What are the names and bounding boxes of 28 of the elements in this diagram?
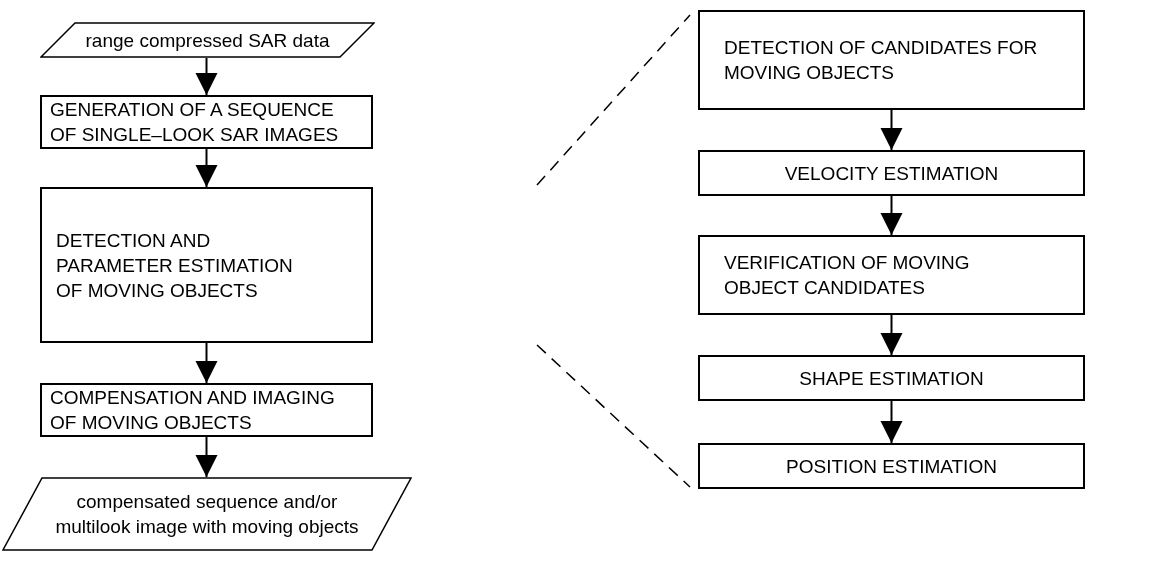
node-label: range compressed SAR data xyxy=(85,28,330,53)
node-label: VERIFICATION OF MOVING OBJECT CANDIDATES xyxy=(724,251,971,300)
process-box xyxy=(40,187,373,343)
node-label: VELOCITY ESTIMATION xyxy=(784,161,999,186)
node-label: SHAPE ESTIMATION xyxy=(799,366,984,391)
process-box xyxy=(698,355,1085,401)
process-box xyxy=(40,383,373,437)
arrow xyxy=(880,314,903,356)
process-box xyxy=(698,235,1085,315)
node-label: COMPENSATION AND IMAGING OF MOVING OBJECTS xyxy=(50,386,336,435)
data-parallelogram xyxy=(40,22,375,58)
node-label: compensated sequence and/or multilook image with moving objects xyxy=(54,490,360,539)
arrow xyxy=(880,195,903,236)
arrow xyxy=(195,148,218,188)
process-box xyxy=(40,95,373,149)
arrow xyxy=(195,57,218,96)
arrow xyxy=(880,400,903,444)
node-label: DETECTION AND PARAMETER ESTIMATION OF MOVING OBJECTS xyxy=(56,228,294,303)
node-label: DETECTION OF CANDIDATES FOR MOVING OBJECTS xyxy=(724,36,1039,85)
process-box xyxy=(698,10,1085,110)
data-parallelogram xyxy=(2,477,412,551)
arrow xyxy=(195,436,218,478)
arrow xyxy=(195,342,218,384)
node-label: POSITION ESTIMATION xyxy=(786,454,997,479)
node-label: GENERATION OF A SEQUENCE OF SINGLE–LOOK SAR IMAGES xyxy=(50,98,340,147)
process-box xyxy=(698,443,1085,489)
process-box xyxy=(698,150,1085,196)
arrow xyxy=(880,109,903,151)
